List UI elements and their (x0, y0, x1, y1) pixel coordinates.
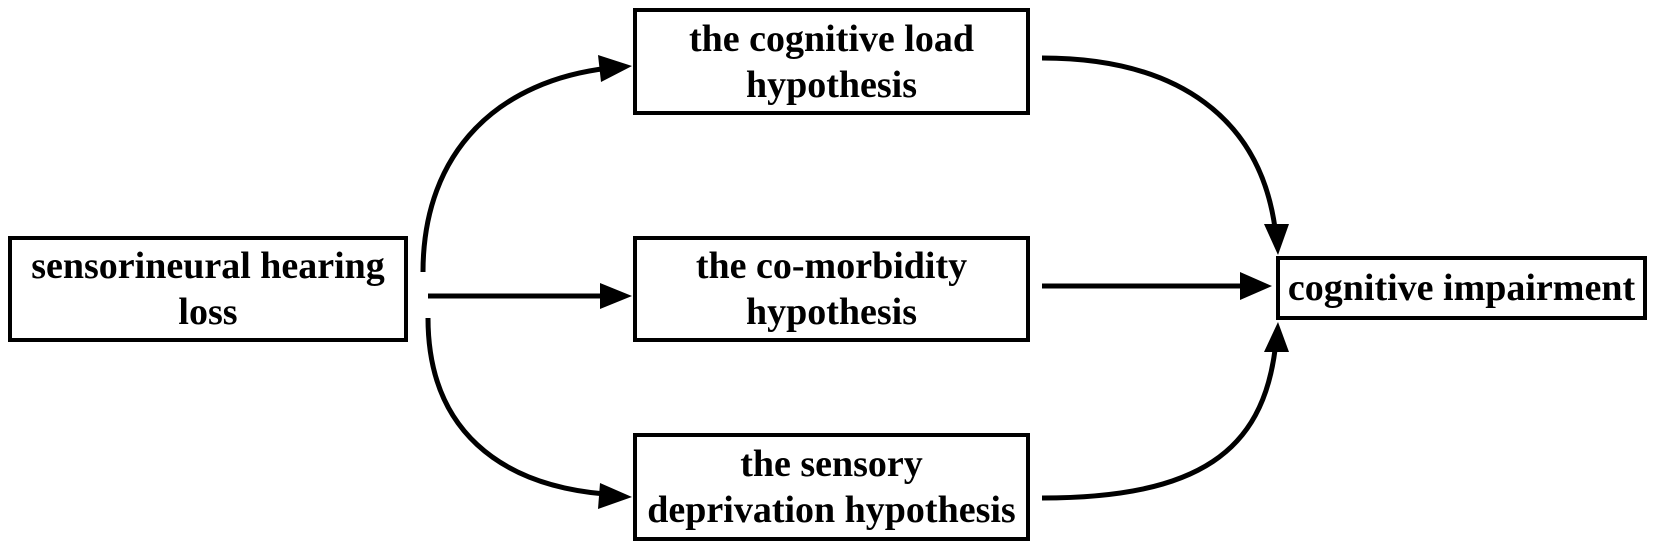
node-co-morbidity-hypothesis: the co-morbidity hypothesis (633, 236, 1030, 342)
edge-sensory-to-target (1041, 349, 1278, 501)
node-source-line1: sensorineural hearing (31, 245, 385, 287)
edge-load-to-target (1041, 55, 1278, 229)
node-comorbidity-line2: hypothesis (745, 291, 918, 333)
node-cognitive-impairment: cognitive impairment (1276, 256, 1647, 320)
node-source-line2: loss (178, 291, 238, 333)
edge-source-to-load (420, 65, 611, 273)
node-cognitive-load-hypothesis: the cognitive load hypothesis (633, 8, 1030, 115)
node-sensorineural-hearing-loss: sensorineural hearing loss (8, 236, 408, 342)
arrowhead-comorbidity (600, 283, 632, 309)
edge-source-to-sensory (425, 317, 606, 497)
node-target-label: cognitive impairment (1287, 267, 1636, 309)
node-comorbidity-line1: the co-morbidity (695, 245, 968, 287)
node-sensory-deprivation-hypothesis: the sensory deprivation hypothesis (633, 433, 1030, 541)
arrowhead-load (598, 55, 632, 82)
node-sensory-line2: deprivation hypothesis (647, 489, 1016, 531)
arrowhead-target-top (1264, 224, 1289, 255)
arrowhead-sensory (598, 483, 632, 509)
node-sensory-line1: the sensory (740, 443, 923, 485)
node-load-line2: hypothesis (745, 63, 918, 106)
arrowhead-target-middle (1240, 272, 1272, 300)
arrowhead-target-bottom (1264, 322, 1289, 352)
node-load-line1: the cognitive load (689, 17, 974, 60)
